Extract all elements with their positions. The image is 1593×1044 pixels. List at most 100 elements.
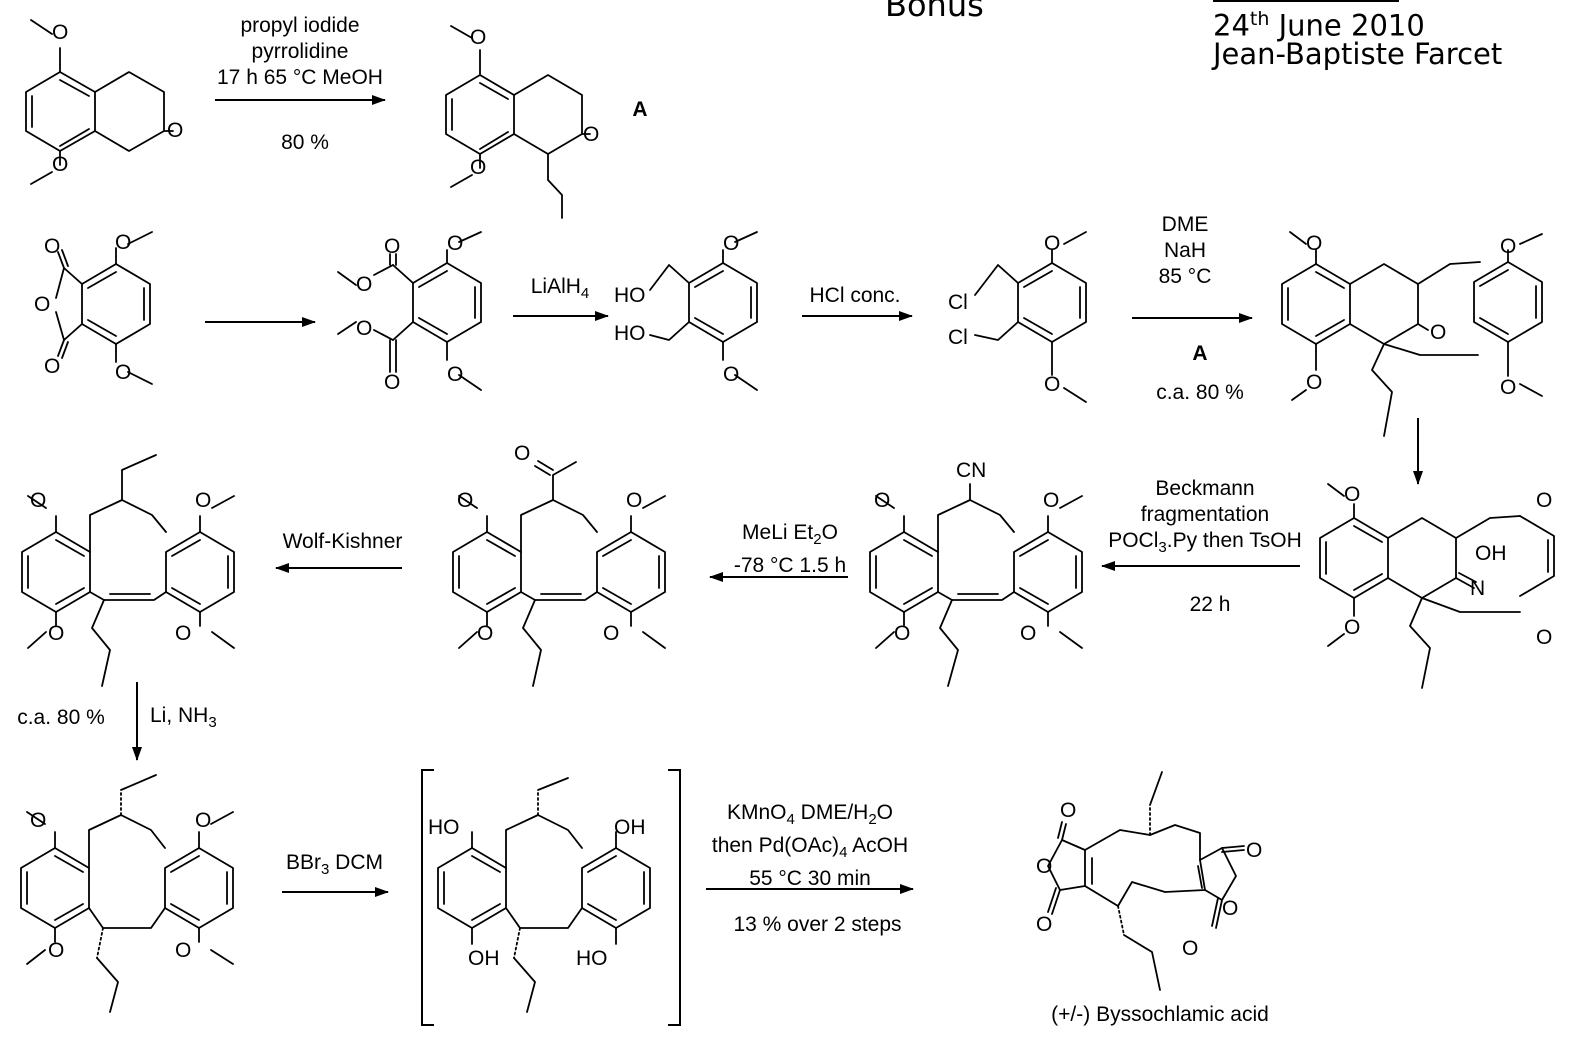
atom-label: OH [614, 816, 646, 839]
atom-label: O [1344, 483, 1361, 506]
reduction-conditions: LiAlH4 [505, 274, 615, 307]
atom-label: O [44, 355, 61, 378]
oxidation-sub1: 4 [786, 811, 795, 829]
molecule-bridged-ketone [1281, 231, 1543, 437]
beckmann-sub: 3 [1158, 539, 1167, 557]
atom-label: O [52, 153, 69, 176]
product-name: (+/-) Byssochlamic acid [1051, 1003, 1269, 1026]
annulation-line1: DME [1161, 213, 1209, 236]
molecule-dichloride [974, 231, 1087, 403]
beckmann-time: 22 h [1189, 593, 1231, 616]
molecule-diester [337, 231, 482, 391]
atom-label: O [626, 489, 643, 512]
oxidation-reagent2: then Pd(OAc) [711, 834, 840, 858]
annulation-line3: 85 °C [1158, 265, 1212, 288]
atom-label: O [1222, 897, 1239, 920]
reaction-arrows [132, 95, 1423, 897]
molecule-nitrile [869, 483, 1083, 687]
alkylation-yield: 80 % [281, 131, 329, 154]
oxidation-line3: 55 °C 30 min [749, 867, 871, 891]
beckmann-rest: .Py then TsOH [1166, 529, 1302, 552]
molecule-anhydride [55, 231, 153, 385]
date-suffix: th [1249, 8, 1270, 30]
oxidation-line2: then Pd(OAc)4 AcOH [695, 833, 925, 866]
atom-label: O [195, 809, 212, 832]
oxidation-sub3: 4 [839, 844, 848, 862]
atom-label: O [30, 489, 47, 512]
brackets [421, 769, 681, 1026]
page-title: Bonus [885, 0, 984, 24]
reduction-reagent: LiAlH [530, 275, 581, 298]
atom-label: O [44, 235, 61, 258]
annulation-conditions: DME NaH 85 °C [1140, 212, 1230, 290]
birch-sub: 3 [208, 714, 217, 732]
atom-label: HO [614, 322, 646, 345]
oxidation-reagent: KMnO [726, 801, 787, 824]
atom-label: O [447, 363, 464, 386]
atom-label: O [1036, 913, 1053, 936]
demethylation-reagent: BBr [285, 851, 321, 874]
molecule-diol [649, 231, 758, 391]
atom-label: O [1536, 626, 1553, 649]
alkylation-line1: propyl iodide [240, 14, 360, 37]
atom-label: O [1536, 489, 1553, 512]
alkylation-line3: 17 h 65 °C MeOH [217, 66, 383, 89]
atom-label: O [48, 939, 65, 962]
oxidation-line1: KMnO4 DME/H2O [695, 800, 925, 833]
atom-label: O [477, 622, 494, 645]
atom-label: O [115, 231, 132, 254]
intermediate-a-label: A [632, 98, 648, 121]
beckmann-reagent: POCl [1108, 529, 1159, 552]
atom-label: O [470, 156, 487, 179]
chlorination-conditions: HCl conc. [809, 284, 901, 307]
beckmann-line2: fragmentation [1140, 503, 1270, 526]
atom-label: O [175, 622, 192, 645]
molecule-tetraol [437, 777, 651, 1013]
annulation-partner: A [1192, 342, 1208, 365]
beckmann-line3: POCl3.Py then TsOH [1085, 528, 1325, 561]
atom-label: CN [956, 459, 987, 482]
atom-label: OH [1475, 542, 1507, 565]
molecule-methyl-ketone [452, 460, 666, 687]
atom-label: O [356, 273, 373, 296]
atom-label: Cl [948, 291, 968, 314]
demethylation-sub: 3 [321, 861, 330, 879]
atom-label: O [34, 293, 51, 316]
atom-label: O [1306, 232, 1323, 255]
reduction-sub: 4 [580, 285, 590, 303]
atom-label: O [356, 317, 373, 340]
left-bracket [421, 769, 434, 1026]
atom-label: O [457, 489, 474, 512]
demethylation-conditions: BBr3 DCM [272, 850, 397, 883]
atom-label: O [384, 371, 401, 394]
atom-label: HO [428, 816, 460, 839]
atom-label: O [48, 622, 65, 645]
atom-label: O [723, 363, 740, 386]
oxidation-yield: 13 % over 2 steps [733, 913, 902, 936]
methyllithium-conditions: MeLi Et2O -78 °C 1.5 h [715, 520, 865, 579]
atom-label: O [894, 622, 911, 645]
atom-label: O [1044, 232, 1061, 255]
atom-label: O [1020, 622, 1037, 645]
birch-reagent: Li, NH [150, 704, 209, 727]
atom-label: O [1306, 371, 1323, 394]
atom-label: O [1060, 799, 1077, 822]
oxidation-conditions: KMnO4 DME/H2O then Pd(OAc)4 AcOH 55 °C 3… [695, 800, 925, 892]
atom-label: O [603, 622, 620, 645]
birch-conditions: Li, NH3 [150, 703, 230, 736]
annulation-yield: c.a. 80 % [1156, 381, 1244, 404]
atom-label: O [195, 489, 212, 512]
methyllithium-tail: O [821, 521, 838, 544]
atom-label: O [1036, 855, 1053, 878]
methyllithium-line2: -78 °C 1.5 h [733, 554, 847, 578]
beckmann-conditions: Beckmann fragmentation POCl3.Py then TsO… [1085, 476, 1325, 561]
molecule-a [445, 25, 591, 219]
date-day: 24 [1213, 8, 1250, 43]
atom-label: O [1500, 235, 1517, 258]
author-name: Jean-Baptiste Farcet [1213, 37, 1503, 71]
date-line: 24th June 2010 [1213, 2, 1425, 43]
molecule-oxime [1319, 483, 1555, 689]
atom-label: OH [468, 947, 500, 970]
atom-label: O [115, 361, 132, 384]
